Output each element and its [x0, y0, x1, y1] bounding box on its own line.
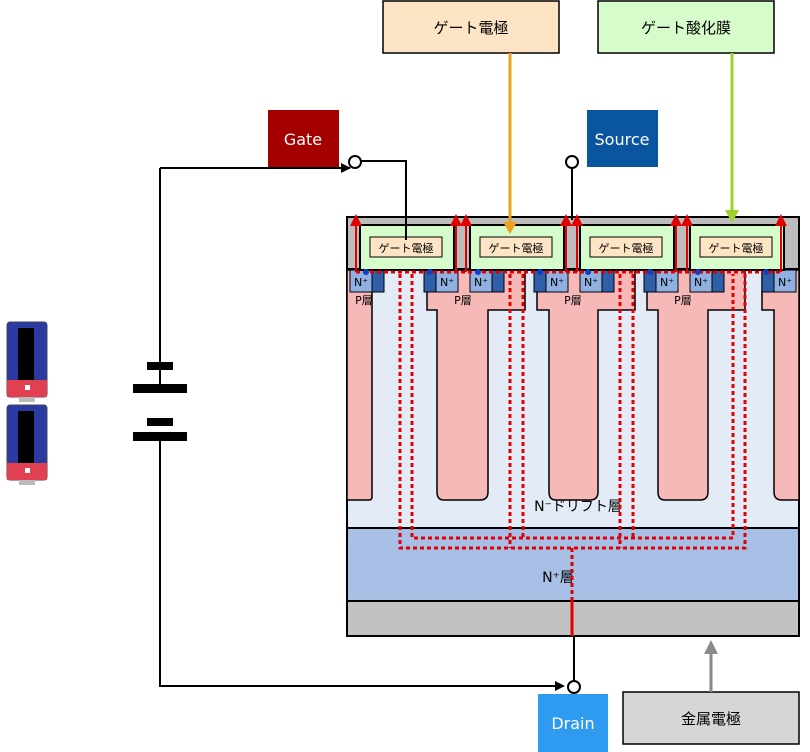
- gate-label-box: Gate: [268, 110, 339, 167]
- source-label-box: Source: [587, 110, 658, 167]
- gate-electrode-label: ゲート電極: [379, 241, 434, 255]
- n-plus-label: N⁺: [474, 276, 488, 289]
- n-plus-label: N⁺: [694, 276, 708, 289]
- gate-electrode-callout-label: ゲート電極: [433, 19, 508, 37]
- p-well: [346, 269, 373, 501]
- gate-terminal: [348, 155, 362, 169]
- metal-electrode-callout-label: 金属電極: [681, 710, 741, 728]
- p-layer-label: P層: [355, 294, 373, 307]
- source-terminal: [565, 155, 579, 169]
- device-cross-section: N⁺ N⁺ N⁺ N⁺ N⁺ N⁺ N⁺ N⁺ P層 P層 P層 P層 ゲート電…: [346, 216, 800, 637]
- n-plus-layer-label: N⁺層: [542, 570, 574, 586]
- p-layer-label: P層: [674, 294, 692, 307]
- gate-electrode-label: ゲート電極: [489, 241, 544, 255]
- gate-electrode-callout: ゲート電極: [382, 0, 560, 234]
- n-plus-label: N⁺: [440, 276, 454, 289]
- drain-wire-arrow: [555, 681, 565, 691]
- gate-electrode: [589, 236, 663, 258]
- metal-electrode-callout: 金属電極: [622, 640, 800, 745]
- n-plus-label: N⁺: [584, 276, 598, 289]
- gate-oxide-callout: ゲート酸化膜: [597, 0, 775, 223]
- gate-label: Gate: [284, 130, 322, 149]
- drain-label-box: Drain: [538, 694, 608, 752]
- p-well: [761, 269, 800, 501]
- battery-icon: [6, 404, 48, 485]
- p-well: [426, 269, 526, 501]
- gate-wire: [159, 440, 555, 687]
- gate-electrode-label: ゲート電極: [709, 241, 764, 255]
- current-path: [398, 274, 747, 550]
- gate-wire-arrow: [341, 163, 351, 173]
- p-layer-labels: P層 P層 P層 P層: [355, 294, 692, 307]
- gate-oxide-callout-label: ゲート酸化膜: [641, 19, 731, 37]
- n-plus-label: N⁺: [550, 276, 564, 289]
- gate-terminal-wire: [361, 160, 407, 240]
- current-flow-paths: [350, 214, 787, 636]
- drift-layer-label: N⁻ドリフト層: [534, 499, 622, 515]
- gate-electrode-label: ゲート電極: [599, 241, 654, 255]
- p-layer-label: P層: [564, 294, 582, 307]
- source-label: Source: [595, 130, 650, 149]
- battery-symbol: [133, 362, 187, 441]
- p-wells: [346, 269, 800, 501]
- p-layer-label: P層: [454, 294, 472, 307]
- n-plus-label: N⁺: [778, 276, 792, 289]
- gate-electrode: [479, 236, 553, 258]
- gate-cells: ゲート電極 ゲート電極 ゲート電極 ゲート電極: [359, 224, 785, 271]
- current-path: [618, 274, 635, 548]
- p-well: [536, 269, 636, 501]
- n-plus-label: N⁺: [660, 276, 674, 289]
- battery-icon: [6, 321, 48, 402]
- circuit-wiring: [159, 160, 575, 691]
- gate-electrode: [699, 236, 773, 258]
- drain-label: Drain: [551, 714, 594, 733]
- n-plus-contacts: N⁺ N⁺ N⁺ N⁺ N⁺ N⁺ N⁺ N⁺: [349, 269, 797, 293]
- drain-terminal: [567, 680, 581, 694]
- current-path: [508, 274, 525, 548]
- current-path: [410, 274, 735, 540]
- n-plus-label: N⁺: [354, 276, 368, 289]
- p-well: [646, 269, 746, 501]
